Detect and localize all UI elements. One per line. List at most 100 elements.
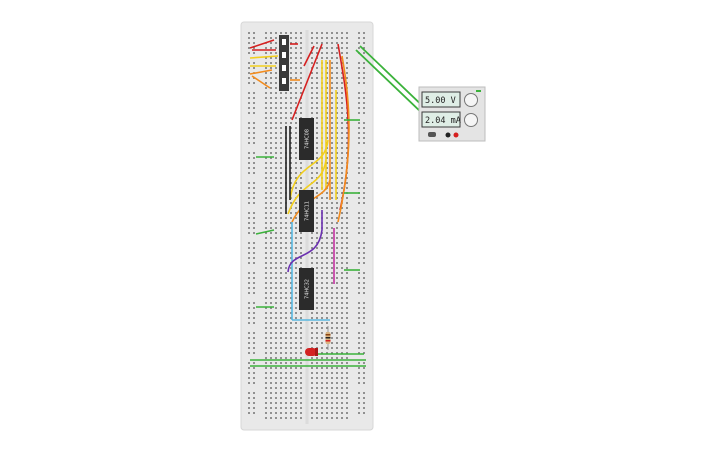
breadboard-hole[interactable]: [280, 117, 282, 119]
breadboard-hole[interactable]: [265, 257, 267, 259]
breadboard-hole[interactable]: [346, 247, 348, 249]
breadboard-hole[interactable]: [326, 367, 328, 369]
breadboard-hole[interactable]: [275, 52, 277, 54]
breadboard-hole[interactable]: [275, 392, 277, 394]
breadboard-hole[interactable]: [321, 257, 323, 259]
breadboard-hole[interactable]: [358, 412, 360, 414]
breadboard-hole[interactable]: [290, 32, 292, 34]
breadboard-hole[interactable]: [331, 112, 333, 114]
breadboard-hole[interactable]: [300, 162, 302, 164]
breadboard-hole[interactable]: [270, 342, 272, 344]
breadboard-hole[interactable]: [341, 72, 343, 74]
breadboard-hole[interactable]: [336, 112, 338, 114]
breadboard-hole[interactable]: [270, 267, 272, 269]
breadboard-hole[interactable]: [346, 77, 348, 79]
breadboard-hole[interactable]: [290, 287, 292, 289]
breadboard-hole[interactable]: [295, 67, 297, 69]
breadboard-hole[interactable]: [363, 282, 365, 284]
breadboard-hole[interactable]: [336, 152, 338, 154]
breadboard-hole[interactable]: [321, 327, 323, 329]
breadboard-hole[interactable]: [311, 332, 313, 334]
breadboard-hole[interactable]: [280, 307, 282, 309]
breadboard-hole[interactable]: [280, 397, 282, 399]
breadboard-hole[interactable]: [270, 242, 272, 244]
breadboard-hole[interactable]: [346, 407, 348, 409]
breadboard-hole[interactable]: [321, 262, 323, 264]
breadboard-hole[interactable]: [341, 122, 343, 124]
breadboard-hole[interactable]: [280, 362, 282, 364]
breadboard-hole[interactable]: [336, 247, 338, 249]
breadboard-hole[interactable]: [295, 297, 297, 299]
breadboard-hole[interactable]: [316, 62, 318, 64]
breadboard-hole[interactable]: [275, 132, 277, 134]
breadboard-hole[interactable]: [285, 312, 287, 314]
dip-switch-toggle[interactable]: [282, 52, 286, 58]
breadboard-hole[interactable]: [275, 302, 277, 304]
breadboard-hole[interactable]: [363, 52, 365, 54]
breadboard-hole[interactable]: [346, 252, 348, 254]
breadboard-hole[interactable]: [270, 407, 272, 409]
breadboard-hole[interactable]: [265, 252, 267, 254]
breadboard-hole[interactable]: [316, 277, 318, 279]
breadboard-hole[interactable]: [253, 52, 255, 54]
breadboard-hole[interactable]: [295, 87, 297, 89]
breadboard-hole[interactable]: [316, 132, 318, 134]
breadboard-hole[interactable]: [321, 322, 323, 324]
wire-yellow[interactable]: [289, 139, 329, 201]
breadboard-hole[interactable]: [336, 117, 338, 119]
breadboard-hole[interactable]: [248, 157, 250, 159]
breadboard-hole[interactable]: [363, 272, 365, 274]
breadboard-hole[interactable]: [316, 162, 318, 164]
breadboard-hole[interactable]: [253, 142, 255, 144]
breadboard-hole[interactable]: [270, 37, 272, 39]
breadboard-hole[interactable]: [295, 352, 297, 354]
breadboard-hole[interactable]: [358, 222, 360, 224]
breadboard-hole[interactable]: [285, 382, 287, 384]
breadboard-hole[interactable]: [248, 242, 250, 244]
breadboard-hole[interactable]: [321, 417, 323, 419]
breadboard-hole[interactable]: [295, 307, 297, 309]
breadboard-hole[interactable]: [358, 132, 360, 134]
breadboard-hole[interactable]: [326, 182, 328, 184]
breadboard-hole[interactable]: [280, 147, 282, 149]
breadboard-hole[interactable]: [363, 107, 365, 109]
breadboard-hole[interactable]: [341, 367, 343, 369]
breadboard-hole[interactable]: [346, 127, 348, 129]
breadboard-hole[interactable]: [331, 137, 333, 139]
breadboard-hole[interactable]: [280, 97, 282, 99]
breadboard-hole[interactable]: [331, 252, 333, 254]
breadboard-hole[interactable]: [321, 317, 323, 319]
breadboard-hole[interactable]: [270, 67, 272, 69]
breadboard-hole[interactable]: [336, 327, 338, 329]
breadboard-hole[interactable]: [248, 227, 250, 229]
breadboard-hole[interactable]: [363, 377, 365, 379]
breadboard-hole[interactable]: [275, 77, 277, 79]
breadboard-hole[interactable]: [270, 397, 272, 399]
breadboard-hole[interactable]: [363, 102, 365, 104]
breadboard-hole[interactable]: [331, 42, 333, 44]
breadboard-hole[interactable]: [311, 417, 313, 419]
breadboard-hole[interactable]: [326, 157, 328, 159]
breadboard-hole[interactable]: [341, 37, 343, 39]
breadboard-hole[interactable]: [316, 362, 318, 364]
breadboard-hole[interactable]: [336, 262, 338, 264]
breadboard-hole[interactable]: [248, 367, 250, 369]
breadboard-hole[interactable]: [321, 282, 323, 284]
breadboard-hole[interactable]: [346, 287, 348, 289]
breadboard-hole[interactable]: [346, 392, 348, 394]
breadboard-hole[interactable]: [270, 202, 272, 204]
breadboard-hole[interactable]: [270, 212, 272, 214]
breadboard-hole[interactable]: [358, 167, 360, 169]
breadboard-hole[interactable]: [280, 262, 282, 264]
breadboard-hole[interactable]: [363, 82, 365, 84]
breadboard-hole[interactable]: [341, 362, 343, 364]
breadboard-hole[interactable]: [290, 227, 292, 229]
breadboard-hole[interactable]: [346, 377, 348, 379]
breadboard-hole[interactable]: [336, 242, 338, 244]
breadboard-hole[interactable]: [363, 32, 365, 34]
breadboard-hole[interactable]: [285, 417, 287, 419]
breadboard-hole[interactable]: [275, 407, 277, 409]
breadboard-hole[interactable]: [248, 142, 250, 144]
breadboard-hole[interactable]: [265, 202, 267, 204]
breadboard-hole[interactable]: [336, 197, 338, 199]
